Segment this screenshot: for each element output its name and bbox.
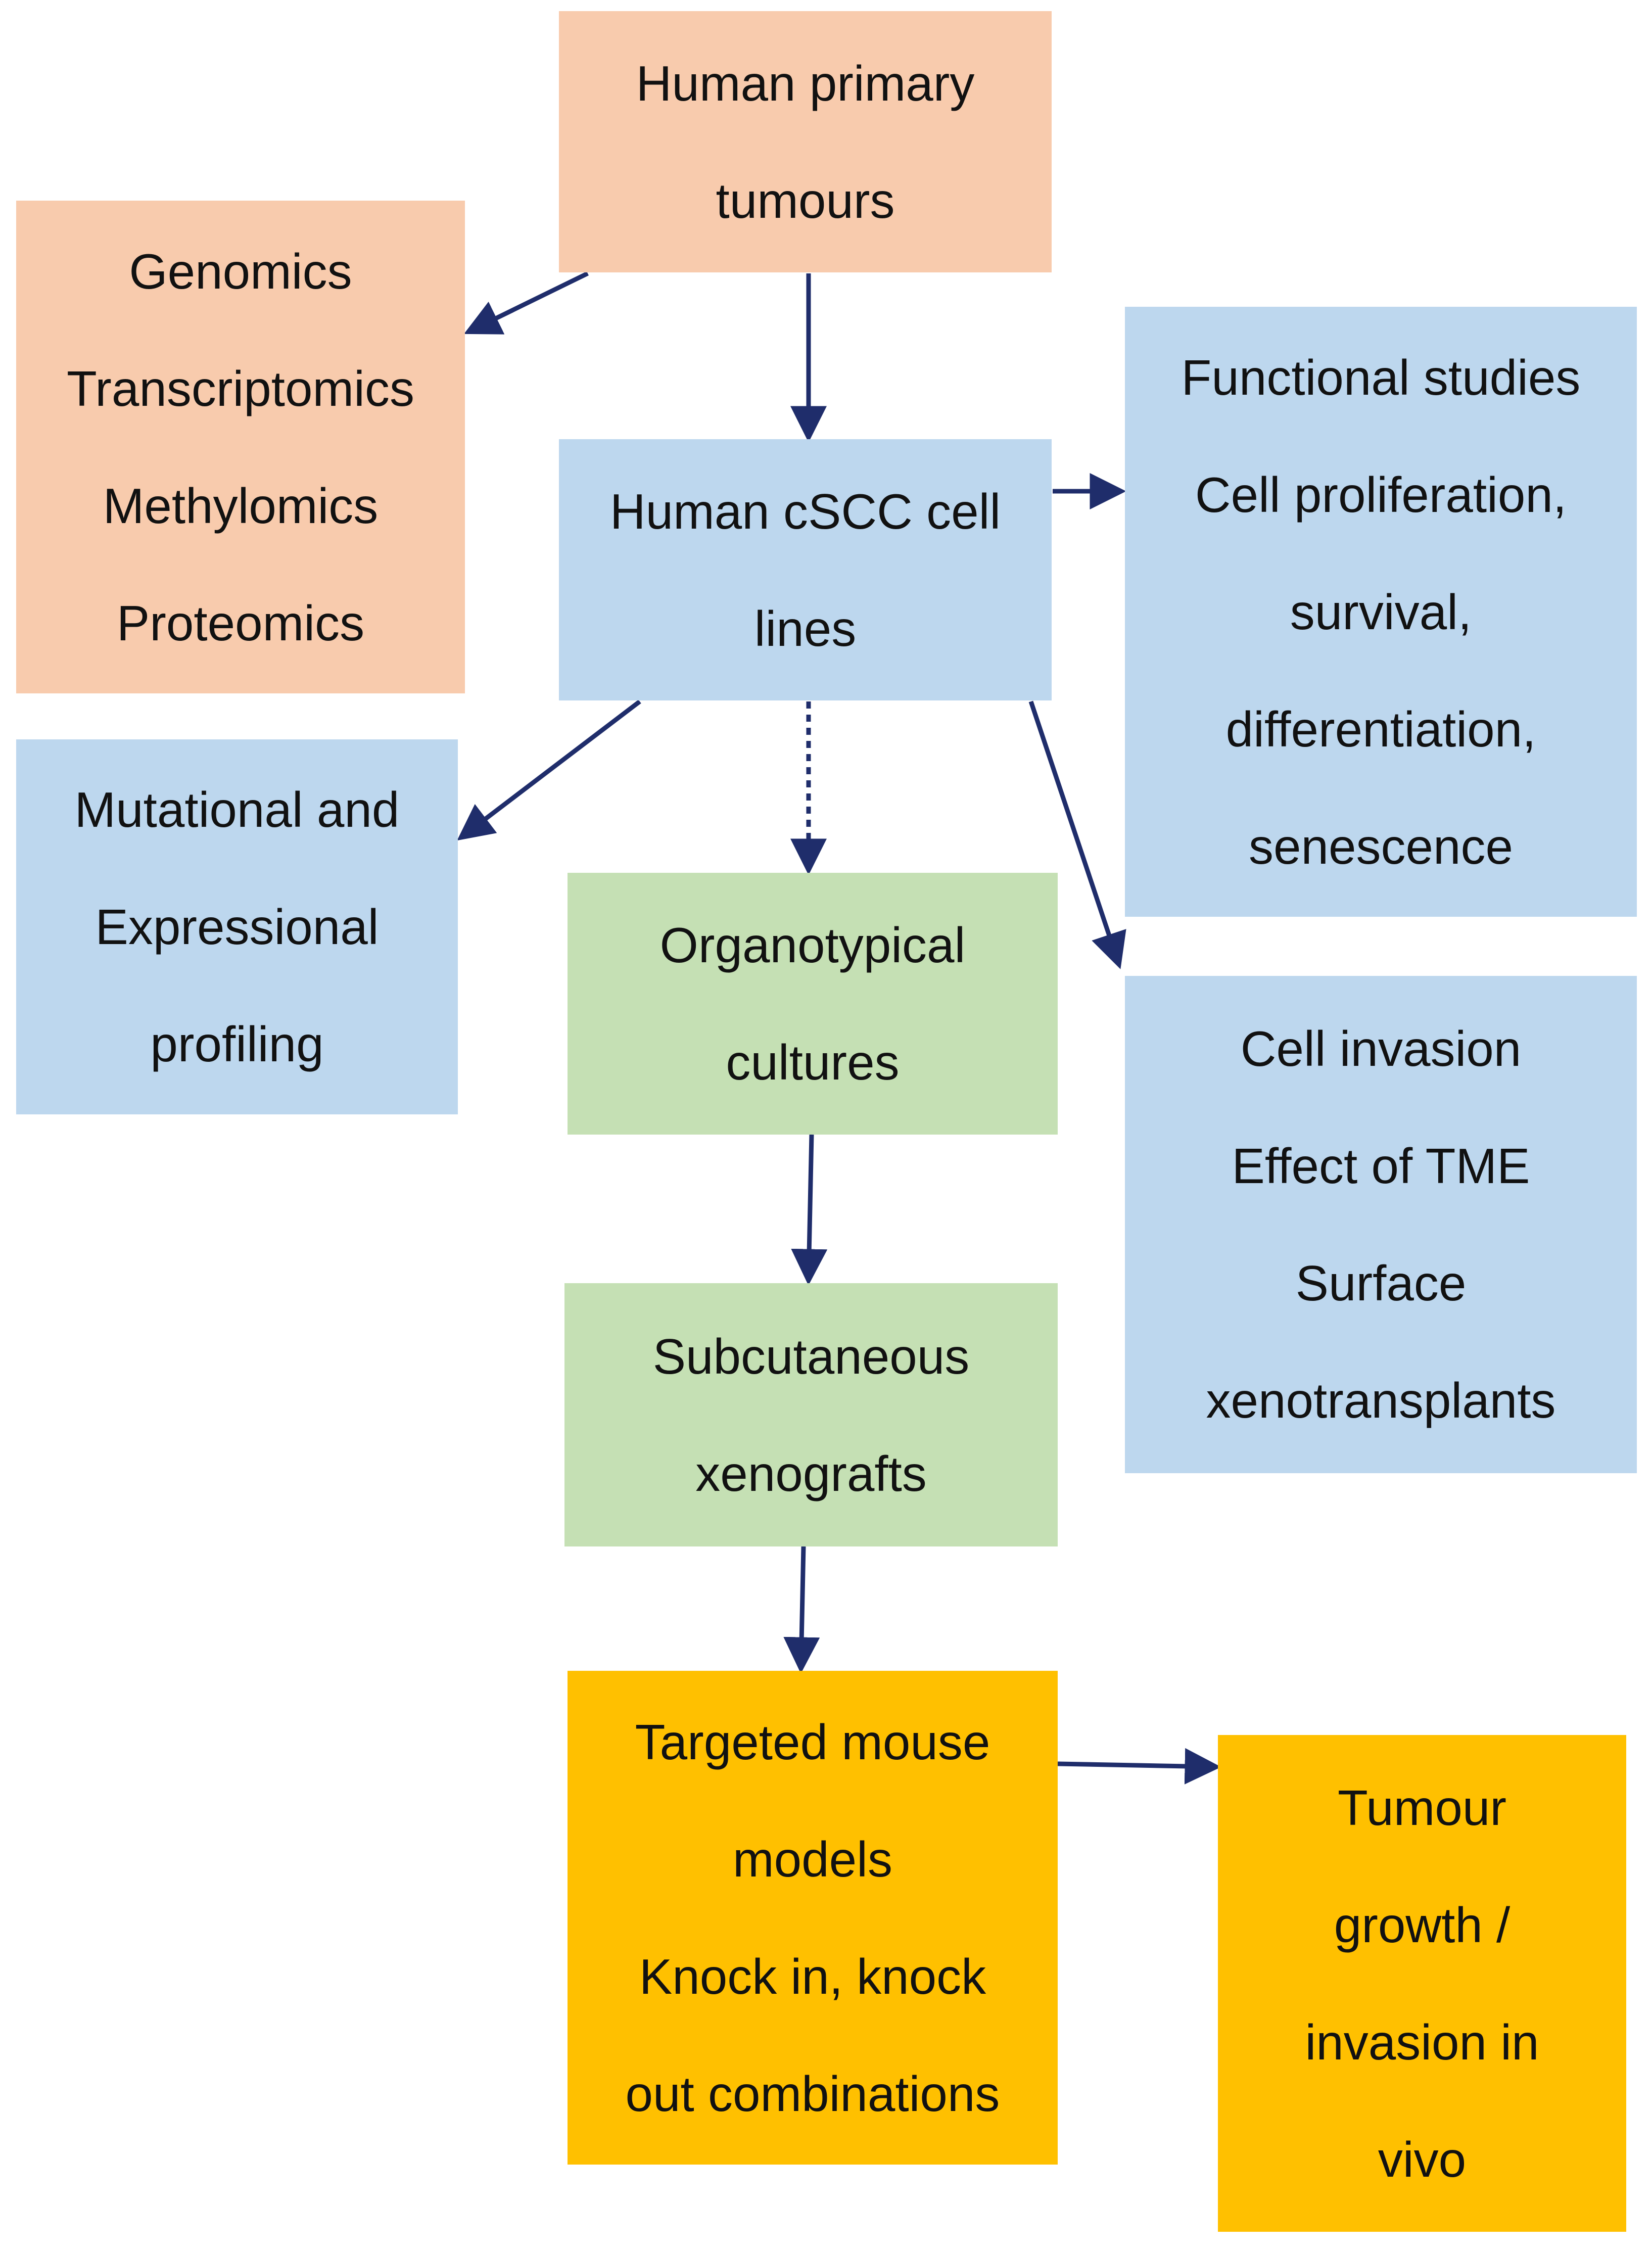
tumour-growth-text-line: vivo xyxy=(1378,2131,1467,2187)
mouse-models-text-line: models xyxy=(733,1831,892,1887)
functional-text-line: differentiation, xyxy=(1225,701,1536,757)
omics-text-line: Proteomics xyxy=(116,595,365,651)
cell-lines-text-line: Human cSCC cell xyxy=(609,483,1001,539)
xenografts-text-line: xenografts xyxy=(695,1445,927,1502)
arrow-cell-lines-to-profiling xyxy=(457,699,641,841)
tumour-growth-box: Tumour growth / invasion in vivo xyxy=(1218,1735,1626,2232)
primary-text-line: Human primary xyxy=(636,55,975,111)
arrow-xenografts-to-mouse-models xyxy=(783,1546,820,1674)
arrow-primary-to-omics xyxy=(463,271,589,335)
organotypical-cultures-box: Organotypical cultures xyxy=(568,873,1058,1135)
xenografts-text-line: Subcutaneous xyxy=(652,1328,970,1384)
profiling-text-line: profiling xyxy=(150,1016,324,1072)
tumour-growth-text-line: Tumour xyxy=(1337,1779,1506,1836)
profiling-text-line: Mutational and xyxy=(74,782,400,837)
arrow-mouse-models-to-tumour-growth xyxy=(1057,1748,1221,1785)
functional-text-line: Cell proliferation, xyxy=(1195,466,1567,523)
omics-text-line: Methylomics xyxy=(103,478,379,534)
arrow-organotypical-to-xenografts xyxy=(791,1134,828,1286)
human-primary-tumours-box: Human primary tumours xyxy=(559,11,1052,272)
primary-text-line: tumours xyxy=(716,172,895,228)
omics-text-line: Transcriptomics xyxy=(67,360,414,416)
tumour-growth-text-line: invasion in xyxy=(1305,2014,1539,2070)
mouse-models-text-line: Targeted mouse xyxy=(635,1714,990,1770)
profiling-text-line: Expressional xyxy=(95,899,379,955)
invasion-text-line: xenotransplants xyxy=(1206,1373,1556,1428)
mouse-models-text-line: out combinations xyxy=(625,2066,1000,2122)
cell-lines-text-line: lines xyxy=(754,600,857,656)
invasion-text-line: Surface xyxy=(1295,1255,1467,1311)
tumour-growth-text-line: growth / xyxy=(1334,1897,1511,1953)
omics-text-line: Genomics xyxy=(129,243,352,299)
subcutaneous-xenografts-box: Subcutaneous xenografts xyxy=(564,1283,1058,1546)
invasion-text-line: Cell invasion xyxy=(1240,1021,1522,1076)
functional-text-line: survival, xyxy=(1290,584,1472,640)
invasion-text-line: Effect of TME xyxy=(1232,1138,1530,1194)
functional-text-line: senescence xyxy=(1248,818,1514,874)
organotypical-text-line: Organotypical xyxy=(659,917,966,973)
mouse-models-text-line: Knock in, knock xyxy=(639,1948,986,2004)
organotypical-text-line: cultures xyxy=(726,1035,900,1090)
functional-text-line: Functional studies xyxy=(1181,349,1581,405)
human-cscc-cell-lines-box: Human cSCC cell lines xyxy=(559,439,1052,700)
